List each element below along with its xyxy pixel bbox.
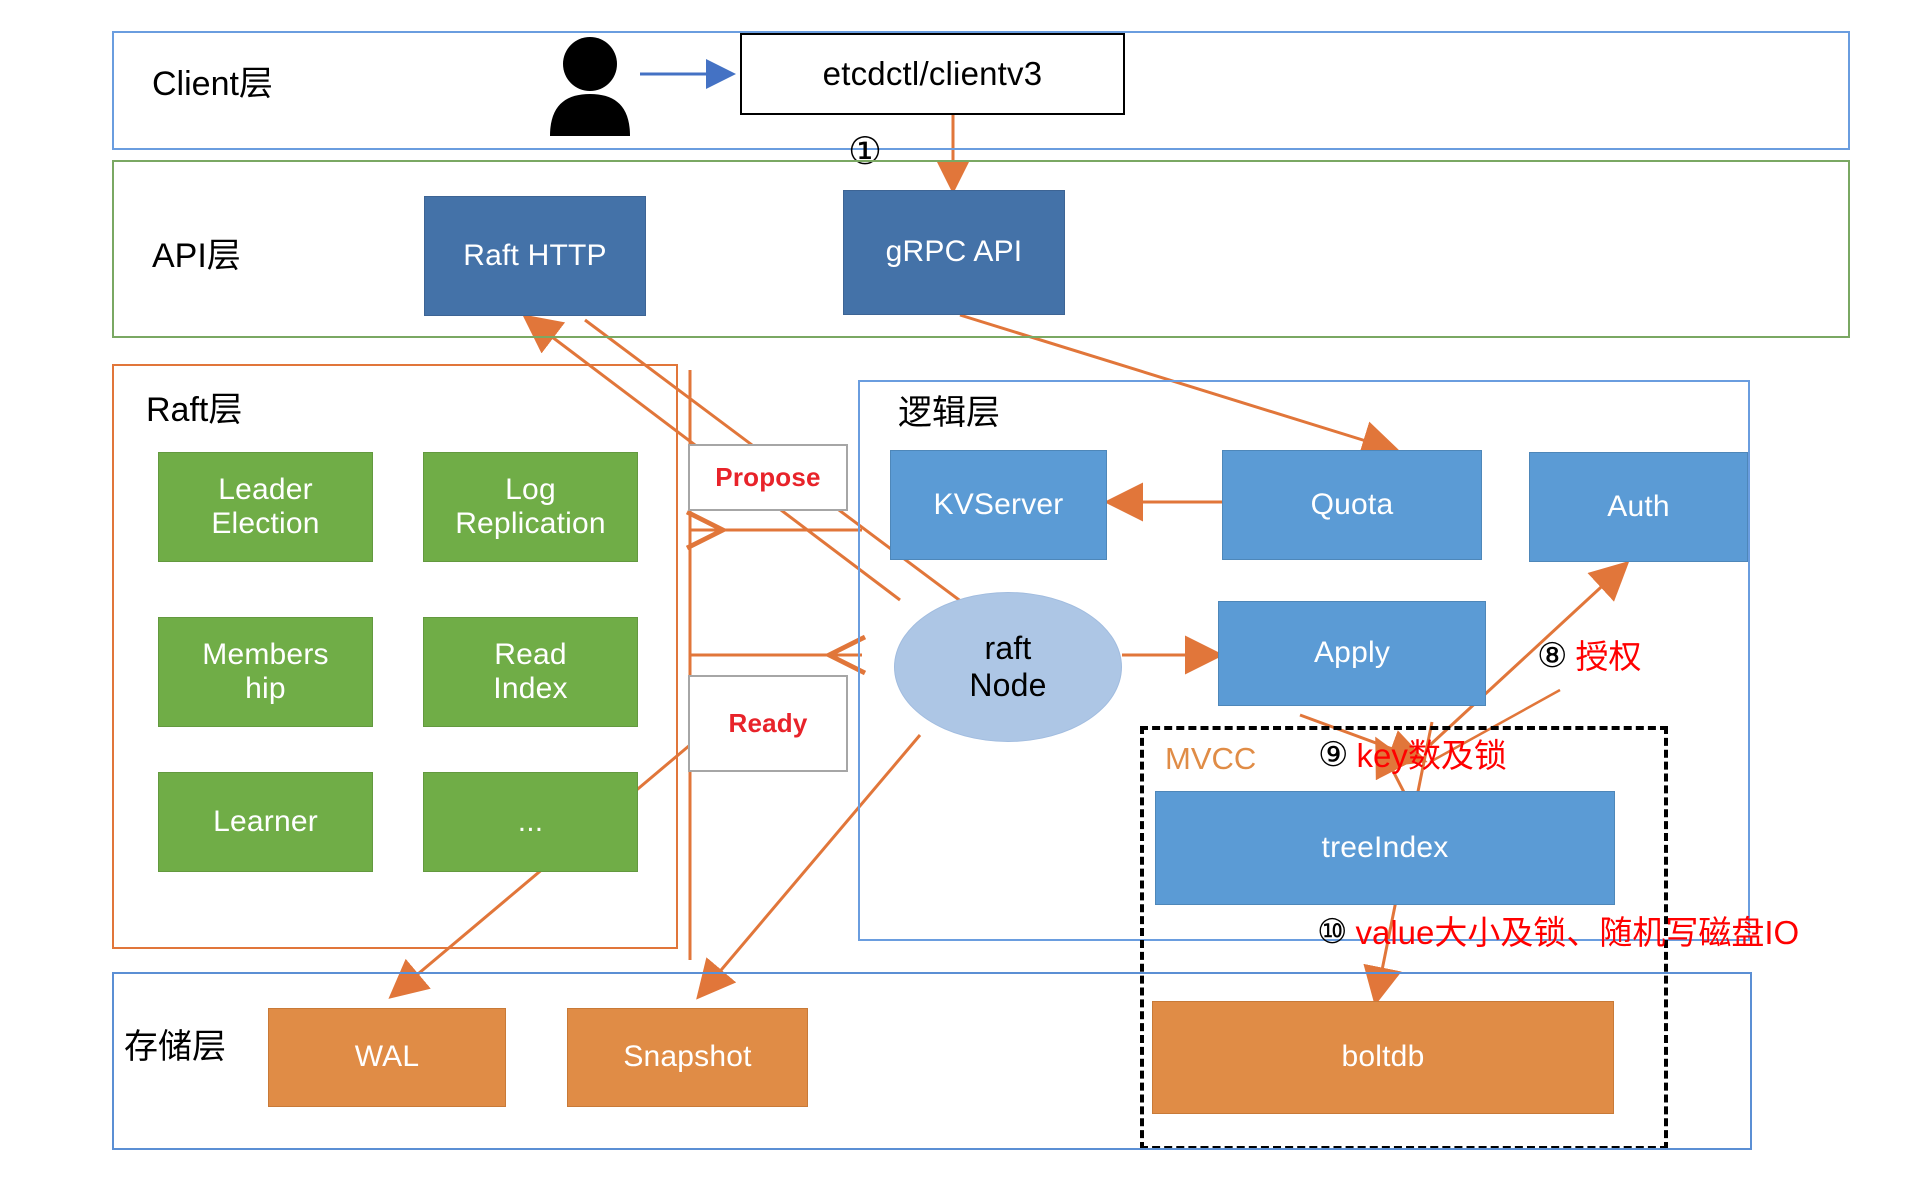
kvserver-box[interactable]: KVServer: [890, 450, 1107, 560]
membership-box[interactable]: Members hip: [158, 617, 373, 727]
read-index-box[interactable]: Read Index: [423, 617, 638, 727]
layer-client-title: Client层: [152, 65, 273, 103]
boltdb-box[interactable]: boltdb: [1152, 1001, 1614, 1114]
annotation-step-9: ⑨ key数及锁: [1318, 738, 1507, 772]
user-icon: [545, 36, 635, 136]
grpc-api-box[interactable]: gRPC API: [843, 190, 1065, 315]
etc-box[interactable]: ...: [423, 772, 638, 872]
layer-api: [112, 160, 1850, 338]
treeindex-box[interactable]: treeIndex: [1155, 791, 1615, 905]
annotation-step-10: ⑩ value大小及锁、随机写磁盘IO: [1317, 915, 1799, 949]
learner-box[interactable]: Learner: [158, 772, 373, 872]
step-9-text: key数及锁: [1356, 736, 1507, 774]
ready-label-box: Ready: [688, 675, 848, 772]
step-10-marker: ⑩: [1317, 912, 1348, 952]
step-9-marker: ⑨: [1318, 735, 1349, 775]
step-10-text: value大小及锁、随机写磁盘IO: [1355, 913, 1800, 951]
mvcc-label: MVCC: [1165, 741, 1257, 776]
layer-api-title: API层: [152, 237, 241, 275]
layer-logic: [858, 380, 1750, 941]
layer-client: [112, 31, 1850, 150]
step-8-text: 授权: [1575, 637, 1642, 675]
layer-logic-title: 逻辑层: [898, 394, 1000, 432]
apply-box[interactable]: Apply: [1218, 601, 1486, 706]
layer-storage: [112, 972, 1752, 1150]
snapshot-box[interactable]: Snapshot: [567, 1008, 808, 1107]
raft-http-box[interactable]: Raft HTTP: [424, 196, 646, 316]
step-1-marker: ①: [848, 129, 883, 173]
log-replication-box[interactable]: Log Replication: [423, 452, 638, 562]
raft-node-ellipse[interactable]: raft Node: [894, 592, 1122, 742]
layer-storage-title: 存储层: [124, 1028, 226, 1066]
wal-box[interactable]: WAL: [268, 1008, 506, 1107]
annotation-step-8: ⑧ 授权: [1537, 639, 1641, 673]
step-8-marker: ⑧: [1537, 636, 1568, 676]
layer-raft: [112, 364, 678, 949]
auth-box[interactable]: Auth: [1529, 452, 1748, 562]
leader-election-box[interactable]: Leader Election: [158, 452, 373, 562]
quota-box[interactable]: Quota: [1222, 450, 1482, 560]
etcdctl-box[interactable]: etcdctl/clientv3: [740, 33, 1125, 115]
layer-raft-title: Raft层: [146, 391, 243, 429]
propose-label-box: Propose: [688, 444, 848, 511]
